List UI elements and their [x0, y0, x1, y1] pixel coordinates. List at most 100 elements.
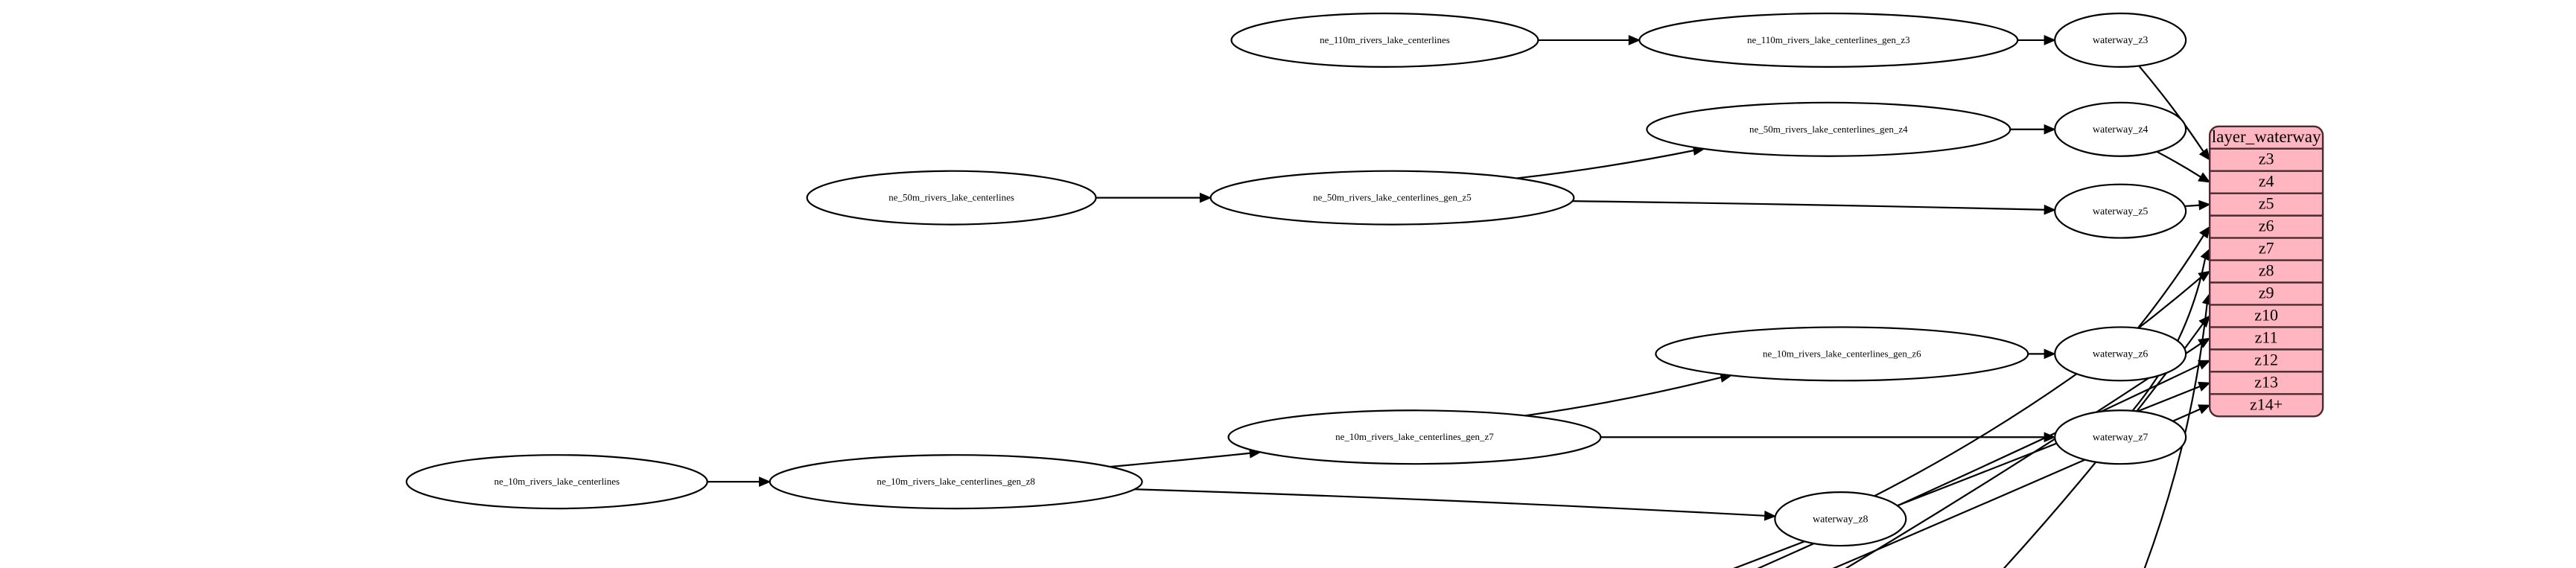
edge-line [1874, 276, 2202, 497]
edge-line [2138, 65, 2204, 153]
edge-line [1572, 200, 2045, 211]
edge-line [2156, 150, 2201, 178]
node-ellipse-shape [1774, 491, 1907, 547]
node-ne10m_z6[interactable]: ne_10m_rivers_lake_centerlines_gen_z6 [1655, 326, 2029, 382]
node-label-ne50m_z5: ne_50m_rivers_lake_centerlines_gen_z5 [1313, 192, 1472, 203]
node-label-ww_z5: waterway_z5 [2093, 206, 2149, 217]
node-ww_z7[interactable]: waterway_z7 [2054, 409, 2187, 465]
node-ellipse-shape [1227, 409, 1602, 465]
arrowhead-icon [2199, 226, 2211, 239]
record-node-layer-waterway: layer_waterwayz3z4z5z6z7z8z9z10z11z12z13… [2208, 125, 2324, 418]
record-row-z5[interactable]: z5 [2259, 194, 2274, 213]
node-ellipse-shape [1209, 170, 1575, 226]
node-ne10m_z8[interactable]: ne_10m_rivers_lake_centerlines_gen_z8 [769, 454, 1143, 510]
node-label-ww_z8: waterway_z8 [1813, 514, 1869, 525]
edge-line [2131, 258, 2207, 412]
node-ellipse-shape [2054, 101, 2187, 157]
node-ne110m[interactable]: ne_110m_rivers_lake_centerlines [1230, 12, 1539, 68]
node-label-ww_z3: waterway_z3 [2093, 35, 2149, 46]
edge-line [2003, 323, 2204, 568]
edge-ww_z5-to-layer_waterway-z5 [2184, 200, 2211, 211]
record-node-layer: layer_waterwayz3z4z5z6z7z8z9z10z11z12z13… [2208, 125, 2324, 418]
edge-ne110m-to-ne110m_z3 [1538, 35, 1641, 45]
arrowhead-icon [2198, 172, 2211, 183]
edge-line [1832, 408, 2201, 568]
node-label-ww_z6: waterway_z6 [2093, 349, 2149, 360]
node-label-ne110m_z3: ne_110m_rivers_lake_centerlines_gen_z3 [1747, 34, 1910, 45]
edge-ne10m_z7-to-ne10m_z6 [1524, 372, 1733, 417]
arrowhead-icon [1628, 35, 1641, 45]
node-ww_z8[interactable]: waterway_z8 [1774, 491, 1907, 547]
arrowhead-icon [2044, 124, 2056, 135]
node-ne110m_z3[interactable]: ne_110m_rivers_lake_centerlines_gen_z3 [1638, 12, 2019, 68]
arrowhead-icon [2044, 204, 2056, 215]
node-ne50m_z4[interactable]: ne_50m_rivers_lake_centerlines_gen_z4 [1646, 101, 2011, 157]
arrowhead-icon [2198, 270, 2211, 282]
record-row-z3[interactable]: z3 [2259, 150, 2274, 168]
node-ellipse-shape [1646, 101, 2011, 157]
edge-ww_z6-to-layer_waterway-z6 [2137, 226, 2211, 329]
edge-ne10m_z6-to-ww_z6 [2028, 348, 2056, 360]
node-label-ne110m: ne_110m_rivers_lake_centerlines [1320, 34, 1450, 45]
edge-line [2184, 204, 2200, 208]
node-ww_z6[interactable]: waterway_z6 [2054, 326, 2187, 382]
edge-ne10m_z8-to-ww_z8 [1134, 488, 1777, 521]
node-ne50m[interactable]: ne_50m_rivers_lake_centerlines [806, 170, 1097, 226]
record-row-z13[interactable]: z13 [2254, 372, 2278, 391]
edge-ww_z3-to-layer_waterway-z3 [2138, 65, 2211, 161]
record-row-z4[interactable]: z4 [2259, 172, 2274, 191]
edge-ww_z4-to-layer_waterway-z4 [2156, 150, 2211, 183]
node-ww_z4[interactable]: waterway_z4 [2054, 101, 2187, 157]
node-label-ne10m_z6: ne_10m_rivers_lake_centerlines_gen_z6 [1763, 348, 1921, 359]
node-ellipse-shape [1655, 326, 2029, 382]
arrowhead-icon [2044, 35, 2056, 45]
edge-ne50m_z4-to-ww_z4 [2010, 124, 2056, 135]
node-ellipse-shape [1638, 12, 2019, 68]
record-row-z8[interactable]: z8 [2259, 261, 2274, 280]
record-row-z10[interactable]: z10 [2254, 305, 2278, 324]
arrowhead-icon [2198, 404, 2211, 415]
edge-line [1110, 452, 1250, 468]
edge-ne10m_z7-to-ww_z7 [1600, 432, 2056, 443]
node-ww_z3[interactable]: waterway_z3 [2054, 12, 2187, 68]
node-ne10m[interactable]: ne_10m_rivers_lake_centerlines [405, 454, 708, 510]
edge-ww_z8-to-layer_waterway-z8 [1874, 270, 2211, 497]
node-label-ne10m_z8: ne_10m_rivers_lake_centerlines_gen_z8 [877, 476, 1035, 487]
edge-ne110m_z3-to-ww_z3 [2017, 35, 2056, 45]
record-row-z12[interactable]: z12 [2254, 350, 2278, 368]
arrowhead-icon [2044, 348, 2056, 360]
edge-ne10m_z8-to-ne10m_z7 [1110, 447, 1262, 468]
node-ne50m_z5[interactable]: ne_50m_rivers_lake_centerlines_gen_z5 [1209, 170, 1575, 226]
record-row-z7[interactable]: z7 [2259, 239, 2274, 258]
node-ne10m_z7[interactable]: ne_10m_rivers_lake_centerlines_gen_z7 [1227, 409, 1602, 465]
record-row-z6[interactable]: z6 [2259, 217, 2274, 235]
edge-ne50m_z5-to-ww_z5 [1572, 200, 2056, 215]
node-label-ww_z4: waterway_z4 [2093, 124, 2149, 135]
arrowhead-icon [2197, 360, 2211, 370]
arrowhead-icon [2200, 248, 2210, 261]
arrowhead-icon [759, 476, 772, 488]
node-label-ne50m_z4: ne_50m_rivers_lake_centerlines_gen_z4 [1749, 124, 1908, 135]
node-ellipse-shape [405, 454, 708, 510]
node-ellipse-shape [2054, 12, 2187, 68]
node-label-ne10m_z7: ne_10m_rivers_lake_centerlines_gen_z7 [1335, 431, 1494, 442]
record-row-z14+[interactable]: z14+ [2250, 395, 2283, 413]
node-label-ne50m: ne_50m_rivers_lake_centerlines [888, 192, 1014, 203]
node-ellipse-shape [2054, 183, 2187, 239]
record-outer-frame [2208, 125, 2324, 418]
node-ellipse-shape [2054, 326, 2187, 382]
edge-line [1516, 150, 1694, 179]
record-row-z9[interactable]: z9 [2259, 284, 2274, 302]
record-row-z11[interactable]: z11 [2255, 328, 2278, 346]
arrowhead-icon [1764, 510, 1777, 521]
arrowhead-icon [2198, 381, 2211, 392]
node-ww_z5[interactable]: waterway_z5 [2054, 183, 2187, 239]
nodes-layer: imposm3osm_waterway_linestringosm_import… [405, 12, 2187, 547]
arrowhead-icon [2198, 147, 2211, 161]
edge-line [2137, 234, 2204, 329]
edge-line [1134, 488, 1765, 517]
edge-line [1757, 363, 2201, 568]
edge-line [2143, 303, 2208, 568]
edge-ne50m_z5-to-ne50m_z4 [1516, 145, 1705, 179]
